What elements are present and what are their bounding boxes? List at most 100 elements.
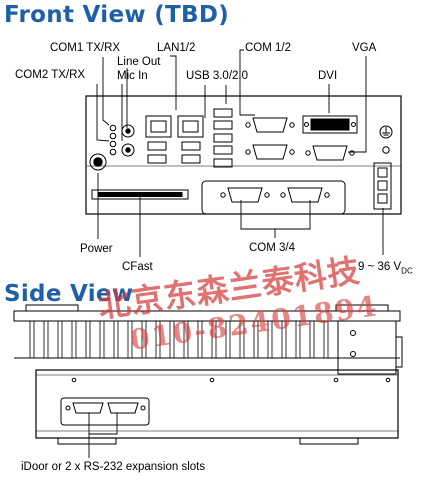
end-cap-tab [395,336,403,368]
com2-screw-right [289,149,295,155]
usb-ports [147,108,233,168]
label-vga: VGA [352,42,377,54]
side-rivet-3 [333,377,339,383]
ground-screw [382,146,390,154]
usb-port-6 [213,120,233,130]
cfast-slot-opening [97,192,183,197]
leader-expansion-2 [89,413,118,435]
label-dc-input: 9 ~ 36 VDC [358,261,413,276]
power-button [89,153,107,171]
label-dc-subscript: DC [401,266,413,276]
side-chassis-body [35,369,399,439]
leader-vga [348,56,367,153]
label-dc-voltage: 9 ~ 36 V [358,261,402,273]
dvi-port [302,115,358,134]
side-rivet-2 [209,377,215,383]
side-view-title: Side View [4,281,134,307]
dvi-screw-left [304,122,309,127]
dc-terminal [373,162,392,210]
label-com12: COM 1/2 [245,42,292,54]
com34-bracket [201,180,346,215]
vga-port [305,145,355,161]
dc-pin-3 [377,193,388,204]
com3-screw-left [220,192,226,198]
side-rivet-4 [385,377,391,383]
cfast-slot [91,189,189,200]
leader-lan [170,55,177,110]
side-top-tab-right [335,304,389,312]
vga-port-shell [312,145,348,161]
side-top-tab-left [25,304,79,312]
label-lan: LAN1/2 [157,42,196,54]
lan-port-2-jack [182,120,199,133]
power-button-core [93,157,103,167]
side-rivet-1 [71,377,77,383]
usb-port-2 [147,154,167,164]
usb-port-7 [213,133,233,143]
end-cap-screw-1 [350,330,356,336]
lan-port-1-jack [150,120,167,133]
vga-screw-right [349,150,355,156]
label-cfast: CFast [122,261,153,273]
usb-port-5 [213,108,233,118]
fin [57,321,63,359]
fin [29,321,35,359]
cfast-slot-frame [91,189,189,200]
fin [43,321,49,359]
lan-port-2 [177,115,204,138]
expansion-bracket-frame [60,397,150,426]
fin [71,321,77,359]
dc-pin-2 [377,180,388,191]
callout-lines [96,49,384,257]
leader-com2 [96,84,110,142]
status-leds [109,124,117,156]
usb-port-8 [213,145,233,155]
dc-terminal-block [373,162,392,210]
lan-port-1 [145,115,172,138]
side-end-cap [337,320,397,375]
mic-in-jack [121,143,135,157]
com1-port [252,117,288,133]
com3-port [227,187,263,203]
label-com34: COM 3/4 [249,242,296,254]
usb-port-1 [147,141,167,151]
fin [113,321,119,359]
vga-screw-left [305,150,311,156]
ground-icon [379,125,393,154]
com2-port [252,144,288,160]
com4-screw-left [280,192,286,198]
dvi-port-shell [302,115,358,134]
led-1 [109,124,117,132]
side-top-plate [13,310,401,322]
com4-port [287,187,323,203]
label-dvi: DVI [318,70,338,82]
line-out-jack [121,124,135,138]
expansion-port-2 [107,402,139,414]
expansion-screw-left [65,405,71,411]
leader-com1 [102,57,110,126]
dc-pin-1 [377,167,388,178]
leader-com12 [239,49,255,116]
com4-screw-right [324,192,330,198]
fin [85,321,91,359]
mic-in-jack-inner [125,147,131,153]
com34-panel [201,180,346,215]
expansion-port-1 [72,402,104,414]
label-mic-in: Mic In [117,70,148,82]
label-com1-txrx: COM1 TX/RX [50,42,121,54]
side-top-bracket [13,304,401,322]
com2-screw-left [245,149,251,155]
com12-ports [245,117,295,160]
label-expansion-slots: iDoor or 2 x RS-232 expansion slots [21,461,206,473]
label-com2-txrx: COM2 TX/RX [15,69,86,81]
dvi-screw-right [351,122,356,127]
usb-port-9 [213,158,233,168]
dvi-port-pins [310,118,350,131]
end-cap-screw-2 [350,351,356,357]
label-power: Power [80,243,113,255]
side-foot-left [57,437,117,445]
usb-port-4 [181,154,201,164]
line-out-jack-inner [125,128,131,134]
led-3 [109,140,117,148]
